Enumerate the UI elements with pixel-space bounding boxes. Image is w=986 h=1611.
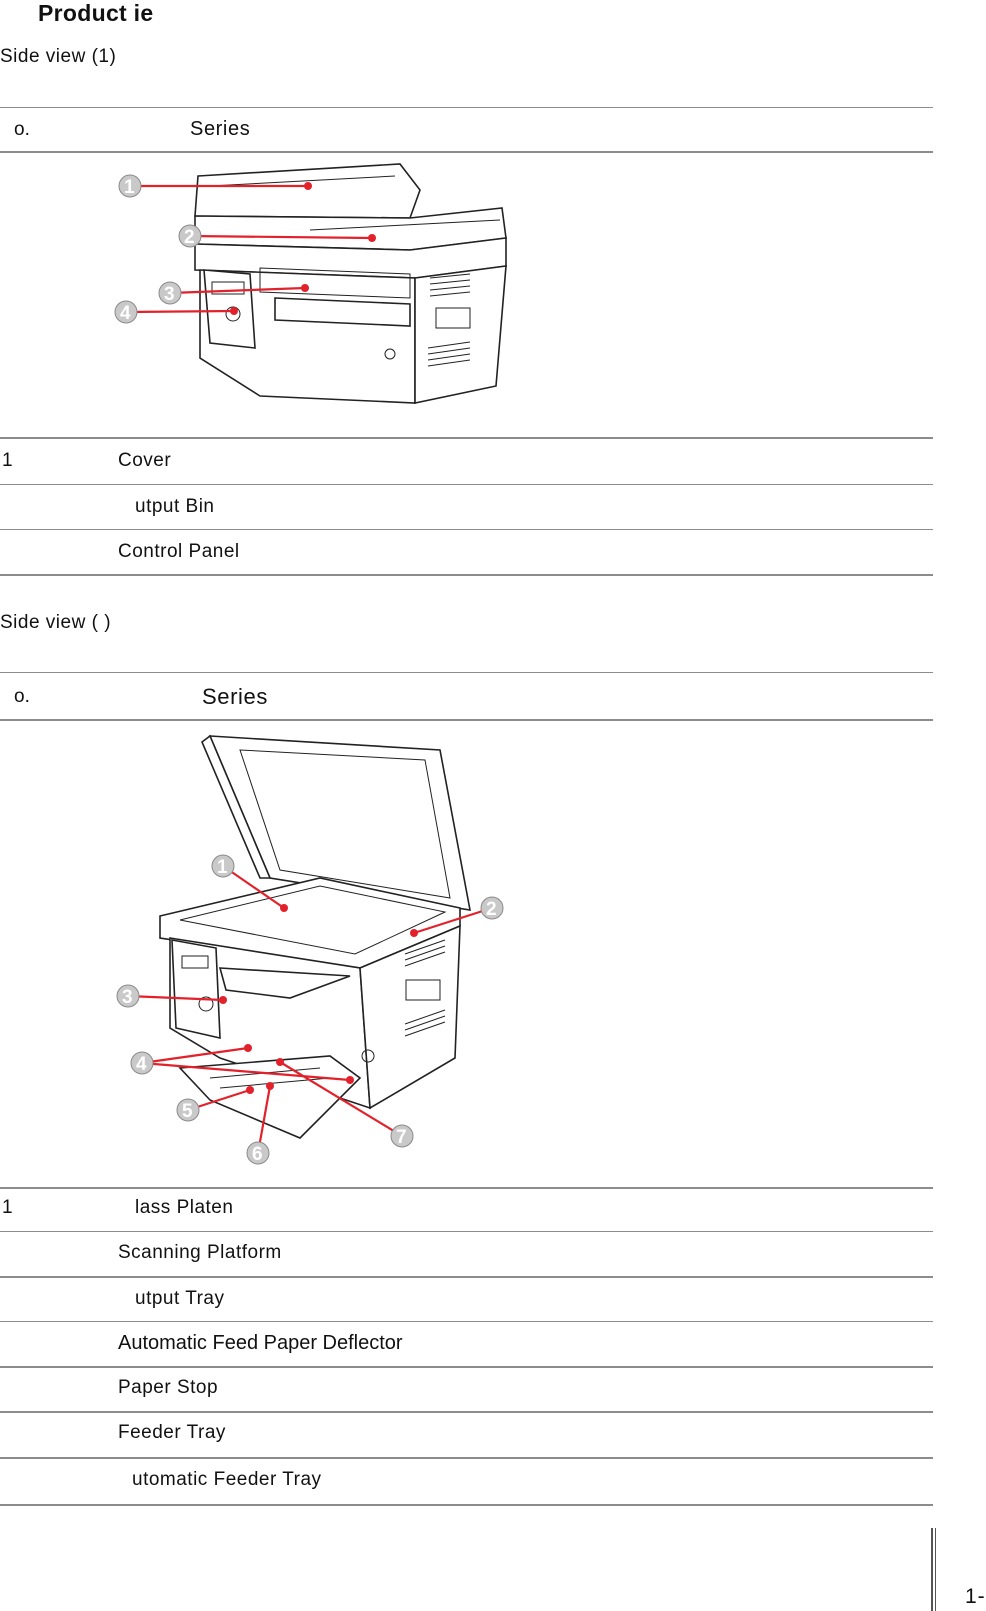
side-view-1-figure: 1 2 3 4	[114, 163, 507, 404]
page-number: 1-	[965, 1585, 986, 1608]
section2-row-text: Feeder Tray	[118, 1422, 226, 1443]
row-rule	[0, 484, 933, 485]
callout-2: 2	[486, 899, 497, 920]
page-heading: Product ie	[38, 0, 154, 26]
section1-header-rule	[0, 151, 933, 153]
callout-2: 2	[184, 227, 195, 248]
section2-row-text: utput Tray	[135, 1288, 225, 1309]
section2-col-no: o.	[14, 686, 30, 707]
section1-row-text: Cover	[118, 450, 172, 471]
section1-col-no: o.	[14, 119, 30, 140]
row-rule	[0, 1411, 933, 1413]
section2-row-text: Paper Stop	[118, 1377, 219, 1398]
section2-col-series: Series	[202, 684, 268, 709]
side-view-2-figure: 1 2 3 4 5 6 7	[116, 734, 504, 1165]
section1-row-num: 1	[2, 450, 13, 471]
callout-1: 1	[217, 857, 228, 878]
row-rule	[0, 1366, 933, 1368]
section1-row-text: Control Panel	[118, 541, 240, 562]
section2-label: Side view ( )	[0, 612, 112, 633]
footer-divider	[931, 1528, 936, 1611]
section2-row-text: lass Platen	[135, 1197, 234, 1218]
section2-body-rule	[0, 1187, 933, 1189]
section2-header-rule	[0, 719, 933, 721]
section2-row-text: Automatic Feed Paper Deflector	[118, 1332, 403, 1354]
row-rule	[0, 1231, 933, 1232]
callout-4: 4	[120, 303, 131, 324]
section1-label: Side view (1)	[0, 46, 117, 67]
row-rule	[0, 1457, 933, 1459]
row-rule	[0, 1321, 933, 1322]
section2-table-top-rule	[0, 672, 933, 673]
row-rule	[0, 1276, 933, 1278]
callout-7: 7	[396, 1127, 407, 1148]
section1-body-rule	[0, 437, 933, 439]
section1-bottom-rule	[0, 574, 933, 576]
section2-row-text: Scanning Platform	[118, 1242, 282, 1263]
callout-3: 3	[164, 284, 175, 305]
section1-col-series: Series	[190, 118, 251, 140]
section2-row-num: 1	[2, 1197, 13, 1218]
section2-bottom-rule	[0, 1504, 933, 1506]
callout-1: 1	[124, 177, 135, 198]
section2-row-text: utomatic Feeder Tray	[132, 1469, 322, 1490]
callout-3: 3	[122, 987, 133, 1008]
callout-5: 5	[182, 1101, 193, 1122]
section1-row-text: utput Bin	[135, 496, 215, 517]
row-rule	[0, 529, 933, 530]
section1-table-top-rule	[0, 107, 933, 108]
callout-4: 4	[136, 1054, 147, 1075]
callout-6: 6	[252, 1144, 263, 1165]
